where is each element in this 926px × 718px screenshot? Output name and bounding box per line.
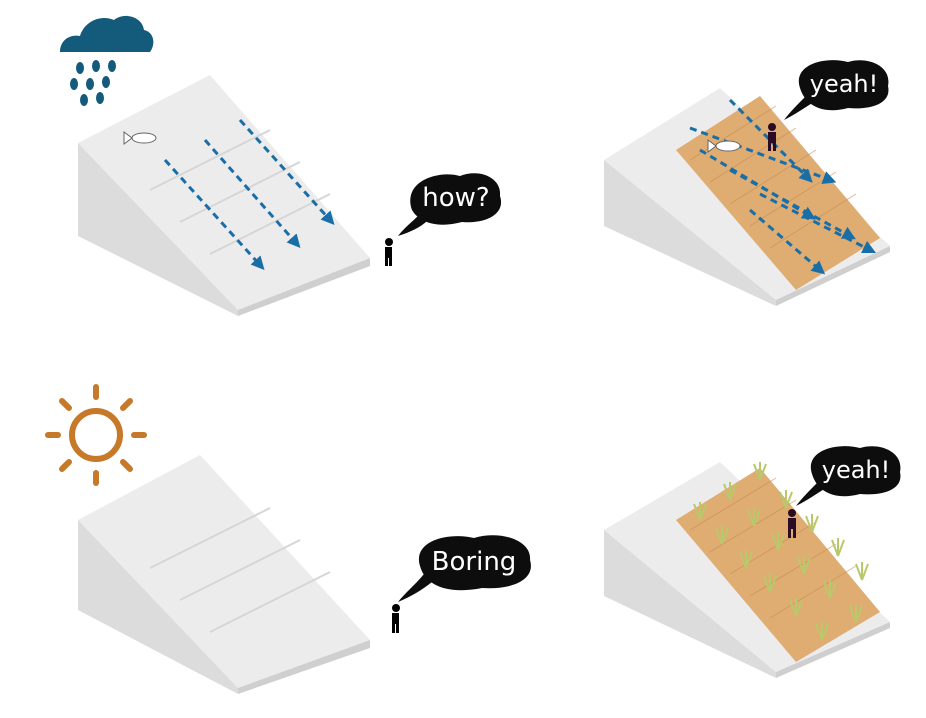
wood-stairs	[604, 88, 890, 306]
speech-bubble: Boring	[398, 535, 531, 602]
speech-text: how?	[422, 183, 489, 213]
bare-stairs	[78, 75, 370, 316]
fish-icon	[123, 131, 157, 145]
person-icon	[788, 509, 796, 538]
speech-text: Boring	[432, 547, 517, 577]
flow-arrows	[163, 118, 335, 271]
fish-icon	[707, 139, 741, 153]
flow-arrows	[689, 98, 877, 275]
grass-tufts	[693, 462, 869, 641]
person-icon	[385, 238, 393, 266]
panel-sun-grass: yeah!	[604, 446, 901, 678]
speech-bubble: yeah!	[796, 446, 901, 506]
speech-text: yeah!	[810, 70, 879, 98]
panel-rain-wood: yeah!	[604, 60, 890, 306]
rain-cloud-icon	[60, 15, 154, 106]
sun-icon	[45, 384, 147, 486]
speech-bubble: yeah!	[784, 60, 889, 120]
person-icon	[768, 123, 776, 151]
panel-sun-bare: Boring	[45, 384, 531, 694]
speech-text: yeah!	[822, 456, 891, 484]
speech-bubble: how?	[398, 173, 502, 236]
bare-stairs	[78, 455, 370, 694]
person-icon	[392, 604, 400, 633]
panel-rain-bare: how?	[60, 15, 502, 316]
